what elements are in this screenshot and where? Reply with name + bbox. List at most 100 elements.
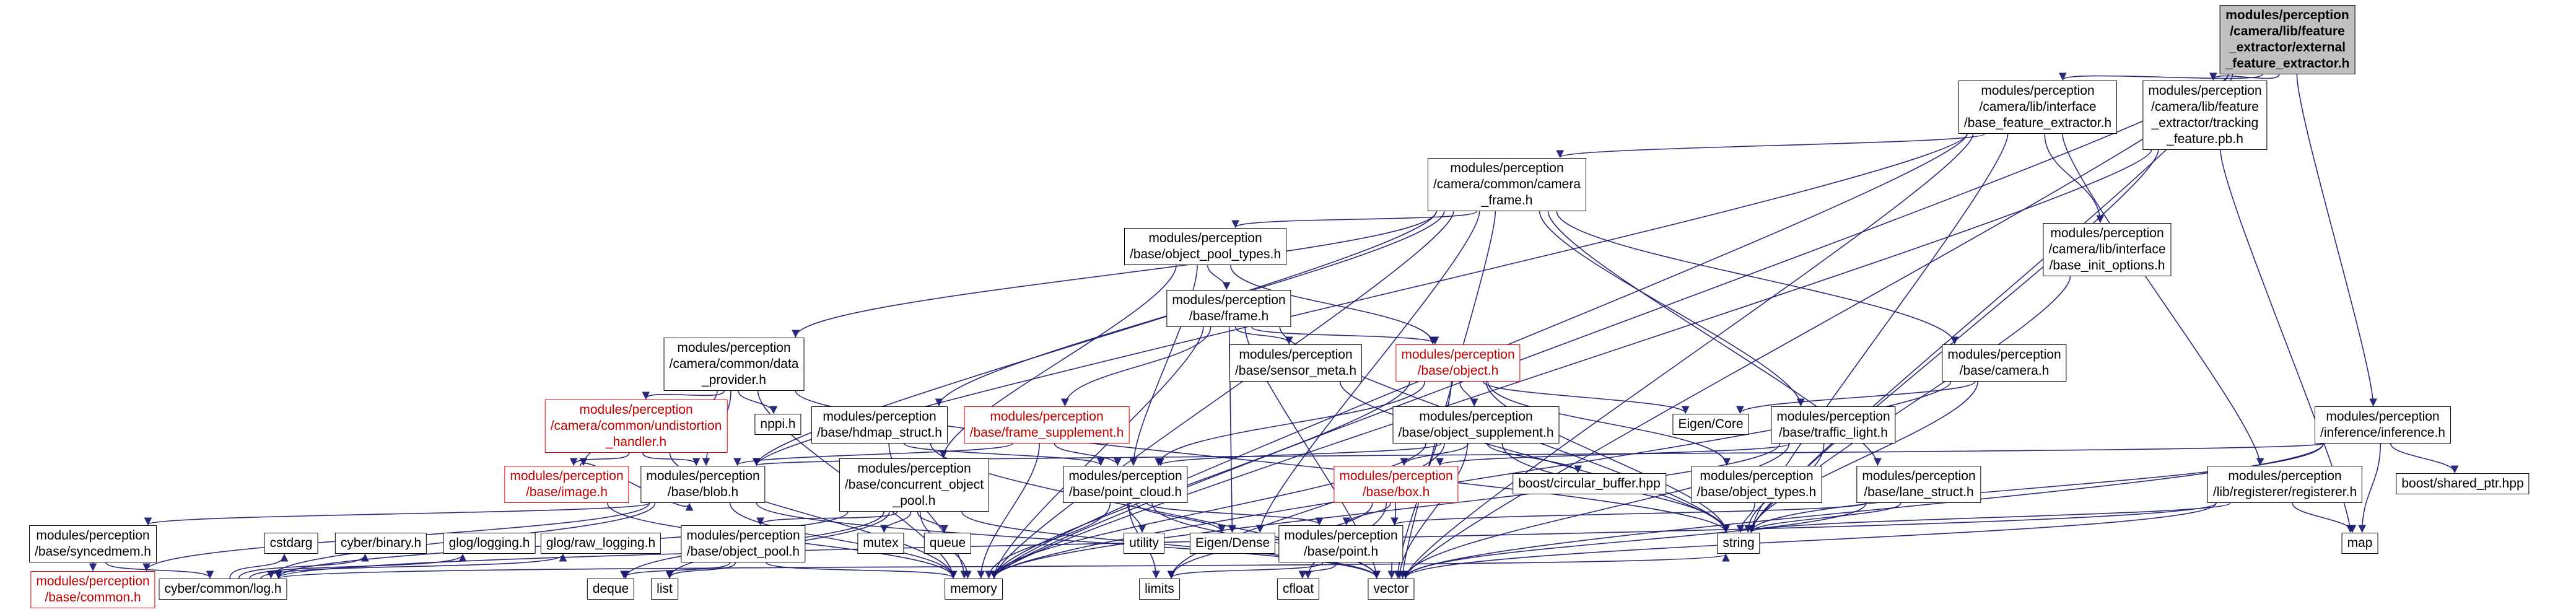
include-edge-opt-cop [939, 264, 1177, 459]
include-edge-inf-string [1747, 443, 2324, 533]
include-edge-reg-map [2292, 502, 2357, 533]
include-edge-lane-vector [1402, 502, 1867, 579]
graph-node-uh[interactable]: modules/perception /camera/common/undist… [544, 400, 728, 453]
include-edge-clog-cbin [238, 553, 369, 579]
graph-node-otypes[interactable]: modules/perception /base/object_types.h [1691, 466, 1822, 503]
include-edge-bfe-vector [1402, 133, 1974, 579]
include-edge-tl-vector [1402, 443, 1790, 579]
graph-node-point[interactable]: modules/perception /base/point.h [1278, 525, 1404, 562]
include-edge-inf-vector [1402, 443, 2324, 579]
graph-node-img[interactable]: modules/perception /base/image.h [504, 466, 629, 503]
include-edge-reg-vector [1402, 502, 2217, 579]
include-edge-reg-string [1747, 502, 2231, 533]
include-edge-opool-deque [620, 562, 731, 579]
graph-node-osup[interactable]: modules/perception /base/object_suppleme… [1392, 406, 1560, 444]
graph-node-inf[interactable]: modules/perception /inference/inference.… [2315, 406, 2451, 444]
include-edge-opt-pc [1129, 264, 1198, 466]
include-edge-osup-box [1400, 443, 1469, 466]
include-edge-clog-cstdarg [229, 553, 289, 579]
include-edge-opt-obj [1230, 264, 1437, 345]
include-edge-pb-memory [990, 149, 2152, 579]
graph-node-cstdarg: cstdarg [264, 533, 318, 554]
include-edge-cf-vector [1399, 211, 1496, 579]
graph-node-sptr: boost/shared_ptr.hpp [2396, 473, 2530, 494]
include-edge-ext-inf [2296, 74, 2377, 407]
include-edge-fsup-memory [977, 443, 1040, 579]
include-edge-osup-memory [990, 443, 1426, 579]
include-edge-frame-memory [990, 326, 1204, 579]
graph-node-lane[interactable]: modules/perception /base/lane_struct.h [1856, 466, 1981, 503]
graph-node-cbin[interactable]: cyber/binary.h [334, 533, 427, 554]
graph-node-opt[interactable]: modules/perception /base/object_pool_typ… [1124, 228, 1287, 265]
graph-node-memory: memory [945, 579, 1003, 600]
include-edge-bfe-bio [2044, 133, 2105, 224]
include-edge-ext-pb [2209, 72, 2280, 81]
graph-node-pc[interactable]: modules/perception /base/point_cloud.h [1063, 466, 1188, 503]
include-edge-cf-edense [1255, 211, 1480, 533]
include-edge-clog-glog [249, 553, 467, 579]
include-edge-clog-string [277, 553, 1729, 579]
graph-node-cop[interactable]: modules/perception /base/concurrent_obje… [839, 458, 990, 512]
graph-node-map: map [2341, 533, 2378, 554]
include-edge-cf-tl [1539, 211, 1805, 407]
graph-node-edense: Eigen/Dense [1189, 533, 1276, 554]
graph-node-nppi: nppi.h [754, 414, 801, 435]
include-edge-cf-opt [1231, 211, 1478, 229]
graph-node-cf[interactable]: modules/perception /camera/common/camera… [1427, 158, 1587, 211]
include-edge-bfe-cf [1556, 133, 1986, 159]
graph-node-cfloat: cfloat [1277, 579, 1320, 600]
graph-node-deque: deque [587, 579, 635, 600]
include-edge-cop-mutex [880, 511, 912, 533]
graph-node-cbuf: boost/circular_buffer.hpp [1513, 473, 1666, 494]
include-edge-cf-cam [1556, 211, 1958, 345]
graph-node-reg[interactable]: modules/perception /lib/registerer/regis… [2207, 466, 2363, 503]
graph-node-sm[interactable]: modules/perception /base/sensor_meta.h [1229, 344, 1363, 382]
graph-node-bfe[interactable]: modules/perception /camera/lib/interface… [1958, 81, 2118, 134]
graph-node-bio[interactable]: modules/perception /camera/lib/interface… [2043, 223, 2172, 276]
graph-node-opool[interactable]: modules/perception /base/object_pool.h [681, 525, 806, 562]
graph-node-sync[interactable]: modules/perception /base/syncedmem.h [29, 525, 157, 562]
include-edge-frame-obj [1251, 326, 1439, 345]
include-edge-frame-sm [1235, 326, 1293, 345]
include-edge-img-blob [580, 462, 694, 511]
graph-node-frame[interactable]: modules/perception /base/frame.h [1166, 290, 1291, 327]
graph-node-hdmap[interactable]: modules/perception /base/hdmap_struct.h [811, 406, 948, 444]
include-edge-cam-ecore [1736, 381, 1976, 414]
include-edge-opool-list [665, 562, 736, 579]
graph-node-fsup[interactable]: modules/perception /base/frame_supplemen… [964, 406, 1130, 444]
graph-node-tl[interactable]: modules/perception /base/traffic_light.h [1771, 406, 1896, 444]
include-edge-lane-point [1391, 502, 1866, 526]
include-edge-pc-point [1146, 502, 1324, 526]
include-edge-obj-osup [1459, 381, 1478, 407]
graph-node-dp[interactable]: modules/perception /camera/common/data _… [663, 338, 805, 391]
include-edge-osup-limits [1167, 443, 1445, 579]
include-edge-point-cfloat [1298, 562, 1337, 579]
graph-node-pb[interactable]: modules/perception /camera/lib/feature _… [2142, 81, 2268, 150]
graph-node-list: list [651, 579, 678, 600]
include-edge-dp-uh [642, 390, 725, 400]
include-edge-cop-queue [917, 511, 948, 533]
include-edge-fsup-pc [1054, 443, 1122, 466]
include-edge-blob-sync [144, 502, 650, 526]
graph-node-box[interactable]: modules/perception /base/box.h [1334, 466, 1459, 503]
graph-node-blob[interactable]: modules/perception /base/blob.h [640, 466, 766, 503]
include-edge-cop-opool [756, 511, 898, 526]
include-edge-frame-fsup [1061, 326, 1212, 407]
include-edge-obj-ecore [1483, 381, 1690, 414]
include-edge-fsup-blob [733, 443, 1013, 466]
graph-node-common[interactable]: modules/perception /base/common.h [30, 571, 155, 608]
include-edge-opool-memory [766, 562, 958, 579]
graph-node-clog[interactable]: cyber/common/log.h [159, 579, 287, 600]
include-edge-hdmap-pc [903, 443, 1105, 466]
include-edge-uh-blob [642, 452, 701, 466]
graph-node-utility: utility [1124, 533, 1164, 554]
include-edge-frame-edense [1228, 326, 1236, 533]
include-edge-cam-string [1747, 381, 1978, 533]
graph-node-cam[interactable]: modules/perception /base/camera.h [1942, 344, 2067, 382]
include-edge-cf-dp [792, 211, 1437, 338]
include-edge-pc-edense [1135, 502, 1226, 533]
graph-node-obj[interactable]: modules/perception /base/object.h [1395, 344, 1521, 382]
graph-node-string: string [1717, 533, 1760, 554]
include-edge-obj-string [1485, 381, 1730, 533]
